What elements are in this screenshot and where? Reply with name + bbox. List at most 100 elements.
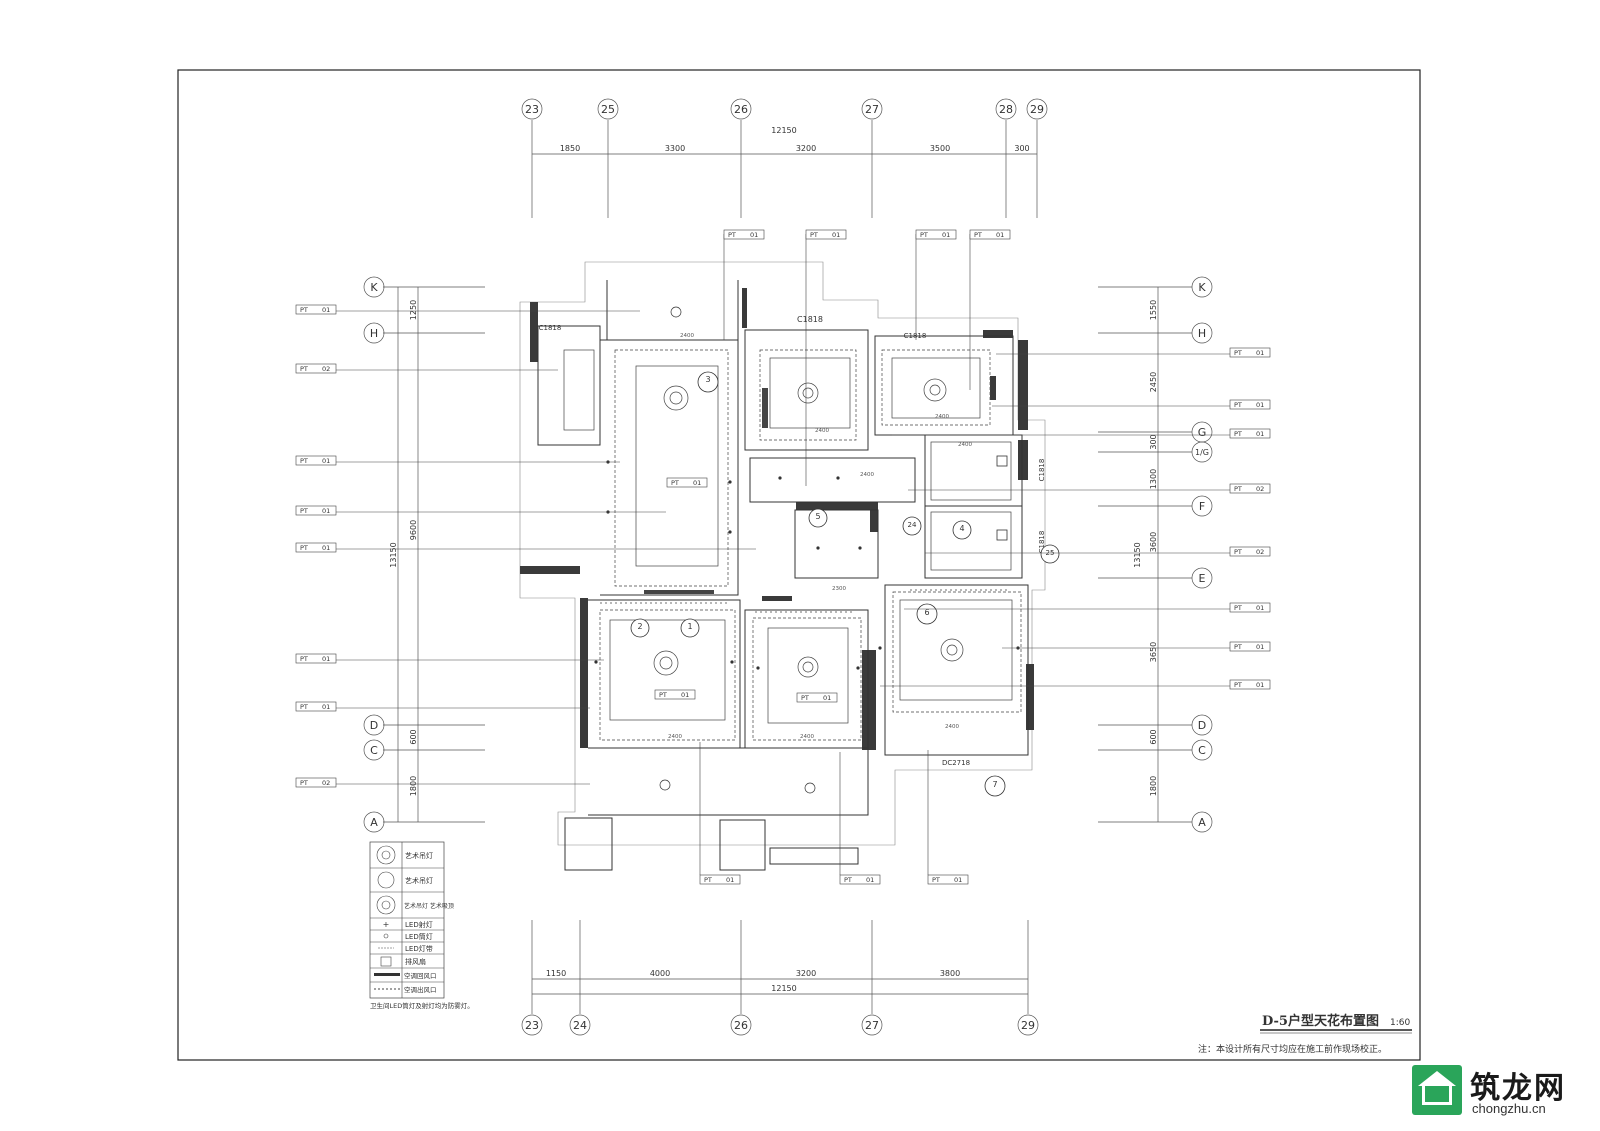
tag-code: 02 <box>322 779 330 787</box>
tag-prefix: PT <box>728 231 736 239</box>
ceiling-height: 2400 <box>958 442 972 448</box>
ceiling-panels <box>563 349 1022 741</box>
room-code: C1818 <box>1038 459 1046 482</box>
right-grid-label: A <box>1198 816 1206 829</box>
ceiling-height: 2400 <box>800 734 814 740</box>
tag-prefix: PT <box>1234 604 1242 612</box>
tag-code: 01 <box>681 691 689 699</box>
right-grid-label: G <box>1198 426 1207 439</box>
bottom-dimension: 3800 <box>940 969 960 978</box>
tag-prefix: PT <box>801 694 809 702</box>
ceiling-height: 2400 <box>945 724 959 730</box>
callout-number: 3 <box>705 375 710 384</box>
right-dimension: 1550 <box>1149 300 1158 320</box>
room-code: C1818 <box>904 332 927 340</box>
top-dimension: 300 <box>1014 144 1029 153</box>
bottom-grid-label: 26 <box>734 1019 748 1032</box>
pendant-icon <box>377 871 395 889</box>
ceiling-height: 2400 <box>935 414 949 420</box>
legend-footnote: 卫生间LED筒灯及射灯均为防雾灯。 <box>370 1001 474 1010</box>
tag-prefix: PT <box>844 876 852 884</box>
material-tags-bottom <box>699 874 969 885</box>
material-tags-top <box>654 229 1011 703</box>
drawing-title: D-5户型天花布置图 <box>1262 1013 1379 1029</box>
legend-label: LED射灯 <box>405 920 433 929</box>
sheet-border <box>177 69 1421 1061</box>
legend: + 艺术吊灯 艺术吊灯 艺术吊灯 艺术吸顶 LED射灯 LED筒灯 LED灯带 … <box>369 841 474 1010</box>
right-dimension: 1300 <box>1149 469 1158 489</box>
exhaust-fan-symbols <box>996 455 1008 541</box>
top-dimension: 3300 <box>665 144 685 153</box>
top-dimension: 3200 <box>796 144 816 153</box>
tag-prefix: PT <box>300 544 308 552</box>
left-grid-label: K <box>370 281 378 294</box>
ceiling-height: 2400 <box>680 333 694 339</box>
tag-prefix: PT <box>704 876 712 884</box>
left-dimension: 9600 <box>409 520 418 540</box>
tag-prefix: PT <box>920 231 928 239</box>
leader-lines <box>336 234 1230 875</box>
top-grid-label: 25 <box>601 103 615 116</box>
left-dimension: 1250 <box>409 300 418 320</box>
legend-label: 排风扇 <box>405 957 426 966</box>
right-grid-label: C <box>1198 744 1206 757</box>
interior-walls <box>537 280 1029 871</box>
right-dimension: 1800 <box>1149 776 1158 796</box>
right-total-dimension: 13150 <box>1133 542 1142 567</box>
callout-number: 1 <box>687 622 692 631</box>
bottom-grid-label: 29 <box>1021 1019 1035 1032</box>
drawing-scale: 1:60 <box>1390 1018 1410 1028</box>
room-code: DC2718 <box>942 759 970 767</box>
bottom-grid-axes <box>521 920 1039 1036</box>
ceiling-height: 2400 <box>860 472 874 478</box>
legend-label: LED筒灯 <box>405 932 433 941</box>
left-grid-label: H <box>370 327 378 340</box>
brand-watermark: 筑龙网 chongzhu.cn <box>1412 1063 1584 1121</box>
right-grid-label: D <box>1198 719 1206 732</box>
drawing-note: 注：本设计所有尺寸均应在施工前作现场校正。 <box>1198 1043 1387 1055</box>
tag-prefix: PT <box>974 231 982 239</box>
left-grid-label: D <box>370 719 378 732</box>
callout-number: 2 <box>637 622 642 631</box>
tag-code: 01 <box>322 507 330 515</box>
tag-prefix: PT <box>300 306 308 314</box>
ceiling-height: 2400 <box>815 428 829 434</box>
tag-code: 01 <box>726 876 734 884</box>
top-grid-axes <box>521 98 1048 218</box>
tag-code: 01 <box>1256 430 1264 438</box>
callout-number: 4 <box>959 524 964 533</box>
top-grid-label: 27 <box>865 103 879 116</box>
tag-code: 01 <box>322 457 330 465</box>
room-code: C1818 <box>797 315 823 324</box>
legend-label: 艺术吊灯 <box>405 876 433 885</box>
left-dimension: 1800 <box>409 776 418 796</box>
tag-code: 01 <box>322 655 330 663</box>
callout-number: 5 <box>815 512 820 521</box>
building-outline <box>519 261 1046 846</box>
ac-supply-vents <box>600 589 1010 613</box>
right-dimension: 300 <box>1149 434 1158 449</box>
callout-numbers: 3 5 24 25 2 1 4 6 7 <box>637 375 1054 789</box>
chandelier-symbols <box>653 378 964 678</box>
top-grid-label: 29 <box>1030 103 1044 116</box>
tag-prefix: PT <box>300 507 308 515</box>
tag-prefix: PT <box>300 779 308 787</box>
tag-code: 01 <box>693 479 701 487</box>
tag-code: 01 <box>954 876 962 884</box>
ceiling-height: 2400 <box>668 734 682 740</box>
right-grid-label: F <box>1199 500 1205 513</box>
top-dimension: 3500 <box>930 144 950 153</box>
bottom-grid-label: 27 <box>865 1019 879 1032</box>
led-downlights <box>594 460 1020 670</box>
bottom-dimension: 4000 <box>650 969 670 978</box>
right-dimension: 3650 <box>1149 642 1158 662</box>
right-grid-label: K <box>1198 281 1206 294</box>
bottom-dimension: 3200 <box>796 969 816 978</box>
tag-code: 01 <box>1256 604 1264 612</box>
legend-label: 艺术吊灯 艺术吸顶 <box>404 902 454 910</box>
tag-prefix: PT <box>1234 681 1242 689</box>
led-downlight-icon <box>383 933 389 939</box>
tag-code: 01 <box>866 876 874 884</box>
tag-prefix: PT <box>1234 430 1242 438</box>
